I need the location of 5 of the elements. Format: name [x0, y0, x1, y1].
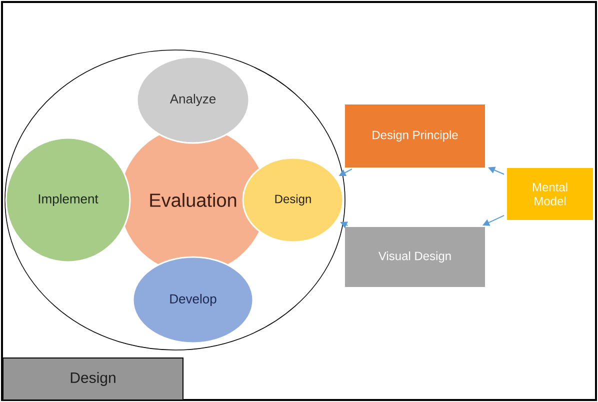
concept-box: Visual Design: [345, 227, 485, 287]
outer-circle: [4, 50, 346, 350]
concept-box: Design Principle: [345, 104, 485, 168]
section-tab: Design: [2, 357, 184, 400]
concept-box: Mental Model: [507, 168, 593, 220]
